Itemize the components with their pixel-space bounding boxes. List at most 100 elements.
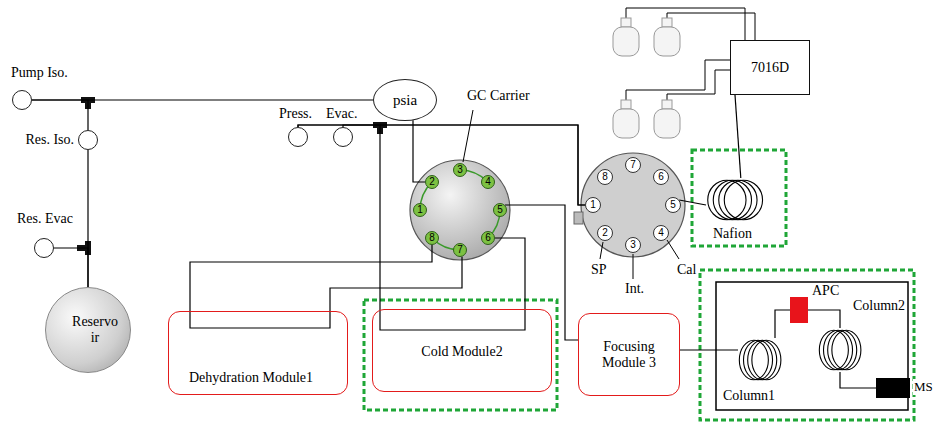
valve-port: 6 (653, 169, 669, 185)
node-label: 2 (429, 177, 435, 187)
module-box: Cold Module2 (372, 309, 552, 392)
port-label: GC Carrier (466, 88, 531, 104)
valve-port: 3 (453, 163, 467, 177)
valve-port: 8 (425, 231, 439, 245)
valve-port: 7 (625, 157, 641, 173)
node-label: Press. (279, 106, 312, 122)
dashed-highlight (364, 150, 914, 420)
node-label: 5 (670, 200, 676, 210)
module-tubing (380, 309, 525, 330)
node-label: 2 (602, 228, 608, 238)
node-label: 7 (630, 160, 636, 170)
valve-port: 6 (481, 231, 495, 245)
coil-loop (752, 340, 781, 380)
node-label: Pump Iso. (11, 65, 68, 81)
autosampler-box: 7016D (730, 40, 810, 95)
tubing-line (505, 205, 578, 340)
isolation-valve: Pump Iso. (12, 90, 32, 110)
gc-column: Column2 (818, 328, 862, 372)
tubing-line (32, 100, 88, 130)
tubing-line (190, 245, 432, 311)
valve-port: 1 (585, 197, 601, 213)
tubing-line (343, 125, 585, 205)
valve-port: 2 (425, 175, 439, 189)
module-box: Dehydration Module1 (168, 311, 348, 395)
evacuation-valve: Evac. (333, 127, 353, 147)
node-label: Res. Iso. (25, 132, 74, 148)
node-label: 1 (417, 205, 423, 215)
node-label: 3 (630, 240, 636, 250)
node-label: Reservoir (72, 314, 118, 346)
port-label: Cal (676, 262, 697, 278)
tubing-line (680, 349, 738, 350)
module-tubing (190, 311, 330, 328)
leader-line (463, 110, 473, 162)
sample-line (626, 60, 730, 100)
node-label: psia (393, 92, 417, 108)
tubing-line (298, 125, 380, 309)
rotary-valve (581, 153, 685, 257)
valve-port: 4 (481, 175, 495, 189)
tubing-line (679, 200, 706, 205)
valve-port: 1 (413, 203, 427, 217)
sample-vial (654, 27, 680, 56)
leader-line (667, 240, 679, 259)
module-box: Focusing Module 3 (578, 313, 680, 396)
node-label: Nafion (712, 226, 753, 242)
dashed-highlight (364, 300, 557, 410)
valve-channel (420, 170, 500, 250)
module-tubing (190, 309, 525, 330)
valve-port: 7 (453, 243, 467, 257)
pressure-controller: APC (790, 297, 808, 323)
node-label: 3 (457, 165, 463, 175)
coil-loop (832, 330, 861, 370)
node-label: Cold Module2 (421, 344, 502, 360)
pressure-valve: Press. (288, 127, 308, 147)
node-label: 1 (590, 200, 596, 210)
node-label: APC (812, 283, 839, 299)
sample-vial (654, 109, 680, 138)
tubing-line (330, 257, 462, 311)
sample-vial (662, 100, 672, 109)
tubing-line (413, 120, 425, 182)
leader-line (463, 110, 679, 279)
leader-line (633, 254, 634, 279)
valve-port: 8 (597, 169, 613, 185)
node-label: 7 (457, 245, 463, 255)
tee-fitting (77, 97, 387, 255)
dashed-highlight (700, 270, 914, 420)
pressure-gauge: psia (373, 79, 437, 121)
node-label: 5 (497, 205, 503, 215)
coil-windings (706, 178, 764, 222)
leader-line (600, 242, 603, 259)
tubing-line (775, 310, 790, 338)
node-label: 6 (485, 233, 491, 243)
sample-vial (621, 18, 631, 27)
node-label: 4 (658, 228, 664, 238)
tubing-line (808, 310, 840, 328)
node-label: 8 (429, 233, 435, 243)
node-label: 8 (602, 172, 608, 182)
valve-port: 5 (665, 197, 681, 213)
tubing-line (735, 95, 741, 178)
port-label: Int. (624, 281, 645, 297)
reservoir-tank: Reservoir (45, 287, 131, 373)
node-label: MS (913, 379, 934, 395)
coil-windings (818, 328, 862, 372)
node-label: Column1 (722, 388, 776, 404)
sample-vial (613, 27, 639, 56)
valve-port: 5 (493, 203, 507, 217)
coil-loop (724, 180, 762, 220)
isolation-valve: Res. Iso. (78, 130, 98, 150)
evacuation-valve: Res. Evac (34, 238, 54, 258)
node-label: Focusing Module 3 (587, 339, 671, 371)
tubing-line (840, 372, 876, 388)
tubing-line (298, 125, 585, 205)
coil-windings (738, 338, 782, 382)
mass-spectrometer: MS (876, 378, 910, 398)
tubing-line (54, 248, 88, 287)
port-label: SP (590, 262, 608, 278)
valve-port: 2 (597, 225, 613, 241)
node-label: 4 (485, 177, 491, 187)
